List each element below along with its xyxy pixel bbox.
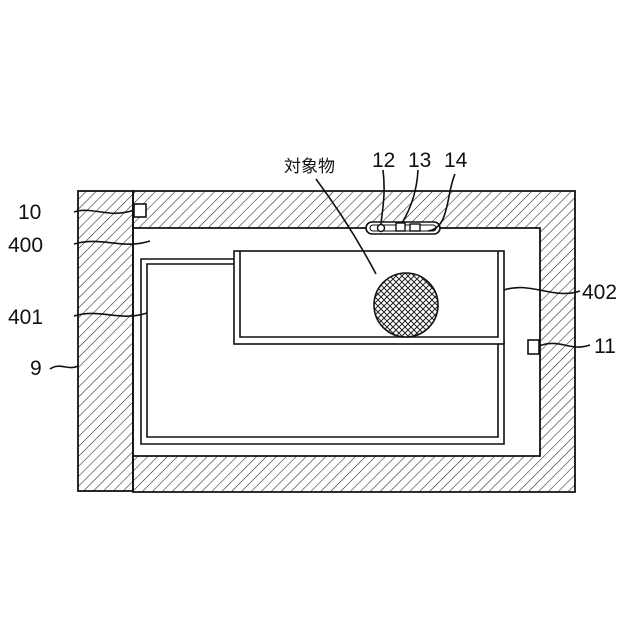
label-401: 401 (8, 306, 43, 329)
object-circle (374, 273, 438, 337)
upper-drawer-402 (234, 251, 504, 344)
label-9: 9 (30, 357, 42, 380)
label-10: 10 (18, 201, 41, 224)
ceiling-device (366, 222, 440, 234)
label-13: 13 (408, 149, 431, 172)
label-11: 11 (594, 335, 616, 358)
label-14: 14 (444, 149, 468, 172)
sensor-11 (528, 340, 539, 354)
component-12 (378, 225, 385, 232)
label-400: 400 (8, 234, 43, 257)
label-12: 12 (372, 149, 395, 172)
label-402: 402 (582, 281, 617, 304)
door-9 (78, 191, 133, 491)
label-object: 対象物 (284, 157, 335, 177)
sensor-10 (134, 204, 146, 217)
component-13 (396, 223, 405, 231)
